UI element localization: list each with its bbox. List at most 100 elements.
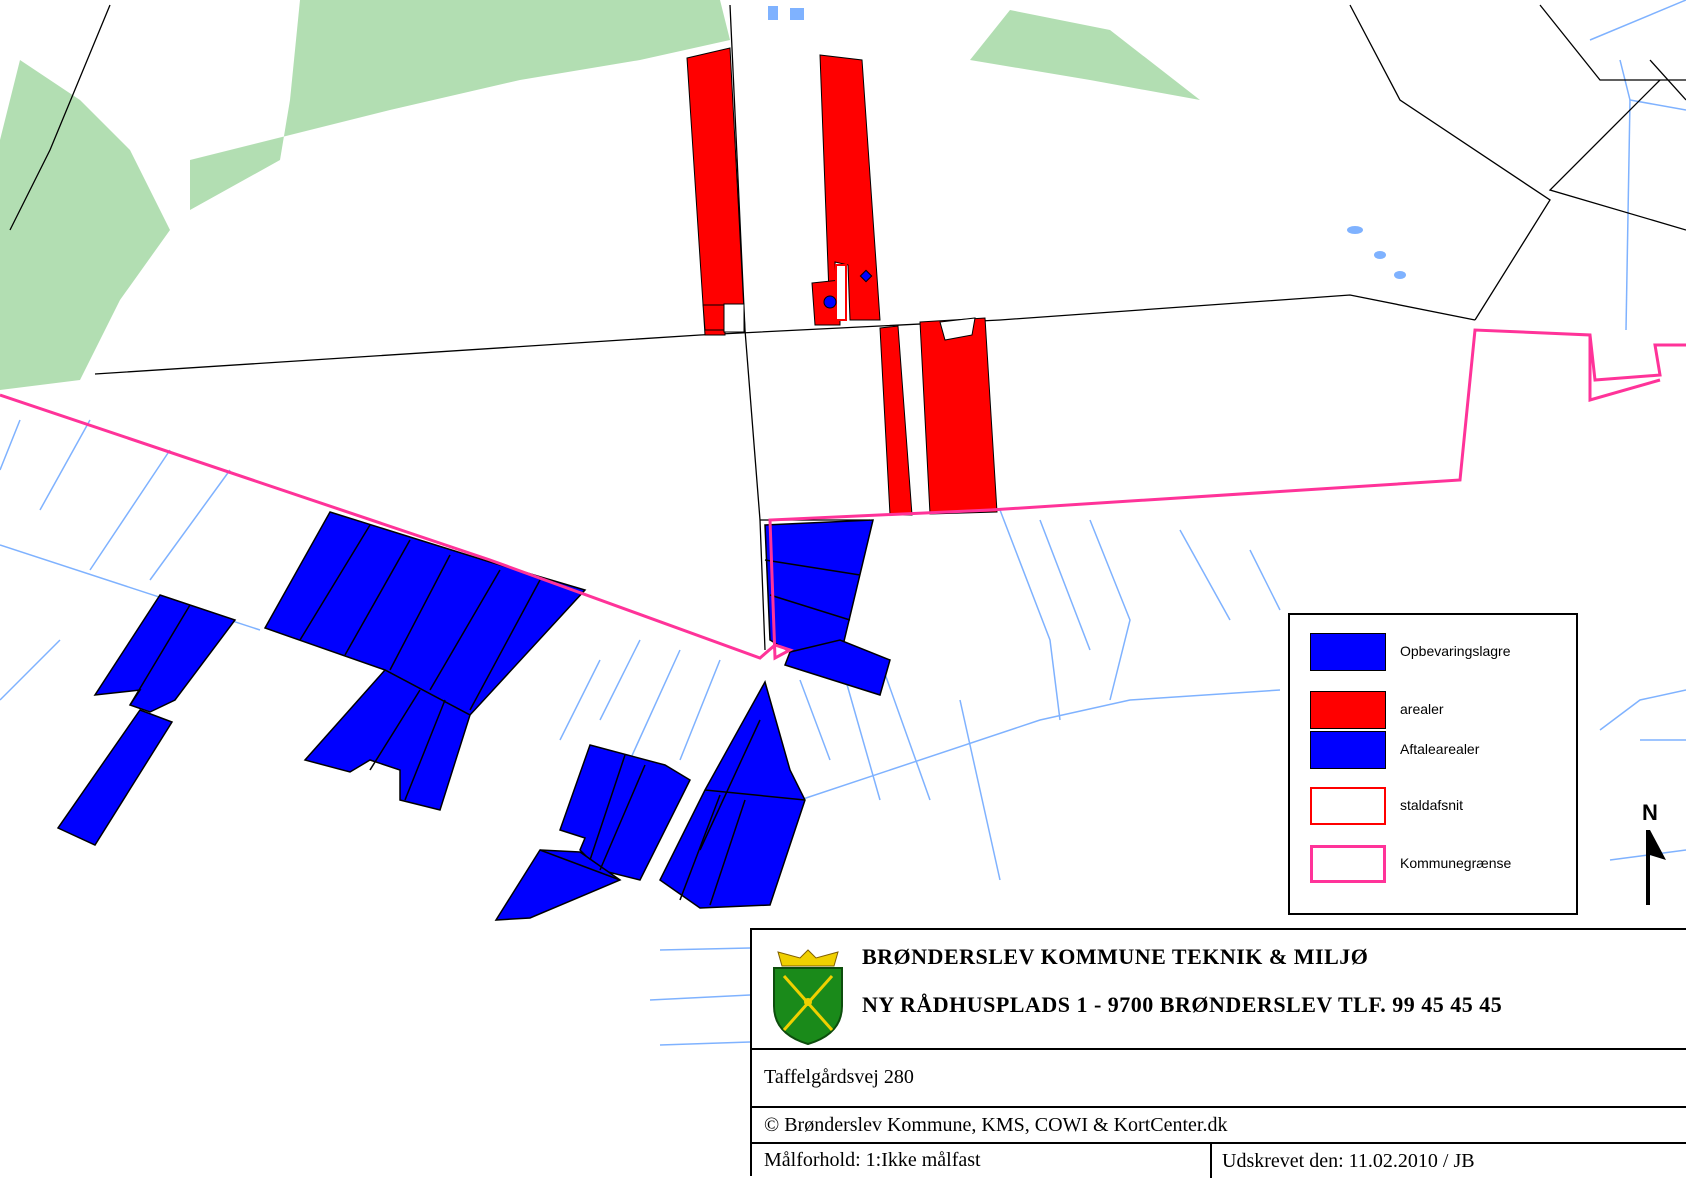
legend-item-opbevaringslagre: Opbevaringslagre [1310, 633, 1570, 673]
agreement-areas [56, 511, 891, 921]
legend-label: Kommunegrænse [1400, 855, 1512, 871]
parcel-divider [129, 604, 191, 706]
parcel-divider [539, 849, 621, 881]
waterway-line [39, 419, 91, 511]
pond [1394, 271, 1406, 279]
scale-text: Målforhold: 1:Ikke målfast [764, 1149, 981, 1171]
agreement-area [263, 511, 587, 716]
legend-swatch [1310, 845, 1386, 883]
legend-item-arealer: arealer [1310, 691, 1570, 731]
waterway-line [879, 659, 931, 801]
waterway-line [89, 449, 171, 571]
property-address: Taffelgårdsvej 280 [764, 1066, 914, 1088]
red-field [686, 47, 746, 336]
municipal-boundary-branch [1588, 335, 1661, 402]
municipality-crest-icon [773, 949, 843, 1046]
north-letter: N [1642, 800, 1658, 825]
waterway-line [1249, 549, 1281, 611]
property-line [9, 4, 111, 231]
printed-text: Udskrevet den: 11.02.2010 / JB [1222, 1150, 1475, 1172]
red-fields [686, 47, 998, 516]
property-line [729, 4, 766, 651]
waterway-line [659, 1041, 751, 1046]
property-line [94, 294, 1476, 375]
agreement-area [764, 519, 874, 659]
info-row: Målforhold: 1:Ikke målfast Udskrevet den… [752, 1144, 1686, 1178]
agreement-area [659, 680, 806, 909]
parcel-divider [679, 794, 721, 901]
ponds [768, 6, 1406, 279]
parcel-divider [369, 689, 421, 771]
waterway-line [599, 639, 641, 721]
red-field [879, 325, 913, 516]
pond [768, 6, 778, 20]
parcel-divider [699, 719, 761, 851]
waterway-line [999, 509, 1061, 721]
waterway-line [1589, 0, 1686, 41]
parcel-divider [469, 579, 541, 711]
agreement-area [303, 669, 471, 811]
property-line [1349, 4, 1551, 321]
property-line [1548, 79, 1686, 231]
parcel-divider [589, 754, 626, 861]
field-gap [939, 317, 976, 341]
waterway-line [0, 639, 61, 701]
waterway-line [959, 699, 1001, 881]
legend-label: Opbevaringslagre [1400, 643, 1511, 659]
legend-swatch [1310, 787, 1386, 825]
property-address-row: Taffelgårdsvej 280 [752, 1050, 1686, 1108]
map-legend: Opbevaringslagre arealer Aftalearealer s… [1288, 613, 1578, 915]
storage-site [859, 269, 873, 283]
parcel-divider [389, 554, 451, 671]
waterway-line [559, 659, 601, 741]
pond [790, 8, 804, 20]
waterways [0, 0, 1686, 1046]
forest-area [190, 0, 730, 210]
property-line [1649, 59, 1686, 101]
org-name: BRØNDERSLEV KOMMUNE TEKNIK & MILJØ [862, 944, 1369, 969]
municipal-boundary [0, 328, 1686, 661]
legend-item-kommunegraense: Kommunegrænse [1310, 845, 1570, 885]
copyright-text: © Brønderslev Kommune, KMS, COWI & KortC… [764, 1114, 1228, 1136]
pond [1347, 226, 1363, 234]
parcel-divider [429, 569, 501, 691]
forest-area [0, 60, 170, 390]
forest-areas [0, 0, 1200, 390]
title-block: BRØNDERSLEV KOMMUNE TEKNIK & MILJØ NY RÅ… [750, 928, 1686, 1178]
legend-item-staldafsnit: staldafsnit [1310, 787, 1570, 827]
forest-area [970, 10, 1200, 100]
property-line [1539, 4, 1686, 81]
scale-cell: Målforhold: 1:Ikke målfast [752, 1144, 1212, 1178]
field-gap [723, 303, 745, 333]
waterway-line [799, 679, 831, 761]
parcel-divider [404, 699, 446, 801]
waterway-line [649, 994, 751, 1001]
waterway-line [1039, 519, 1091, 651]
red-field [919, 317, 998, 515]
waterway-line [659, 947, 751, 951]
waterway-line [629, 649, 681, 761]
north-arrow-icon [1646, 830, 1666, 905]
parcel-divider [299, 524, 371, 641]
white-notches [723, 303, 976, 341]
farm-buildings [823, 264, 873, 321]
waterway-line [1089, 519, 1131, 701]
parcel-divider [704, 789, 806, 801]
north-arrow: N [1636, 800, 1676, 910]
copyright-row: © Brønderslev Kommune, KMS, COWI & KortC… [752, 1108, 1686, 1144]
waterway-line [799, 689, 1281, 801]
waterway-line [1625, 99, 1631, 331]
pond [1374, 251, 1386, 259]
parcel-divider [764, 559, 861, 576]
waterway-line [1179, 529, 1231, 621]
org-address: NY RÅDHUSPLADS 1 - 9700 BRØNDERSLEV TLF.… [862, 992, 1503, 1017]
legend-label: staldafsnit [1400, 797, 1464, 813]
red-field [819, 54, 881, 321]
parcel-divider [709, 799, 746, 906]
parcel-divider [344, 539, 411, 656]
waterway-line [0, 419, 21, 471]
legend-swatch [1310, 691, 1386, 729]
agreement-area [784, 639, 891, 696]
